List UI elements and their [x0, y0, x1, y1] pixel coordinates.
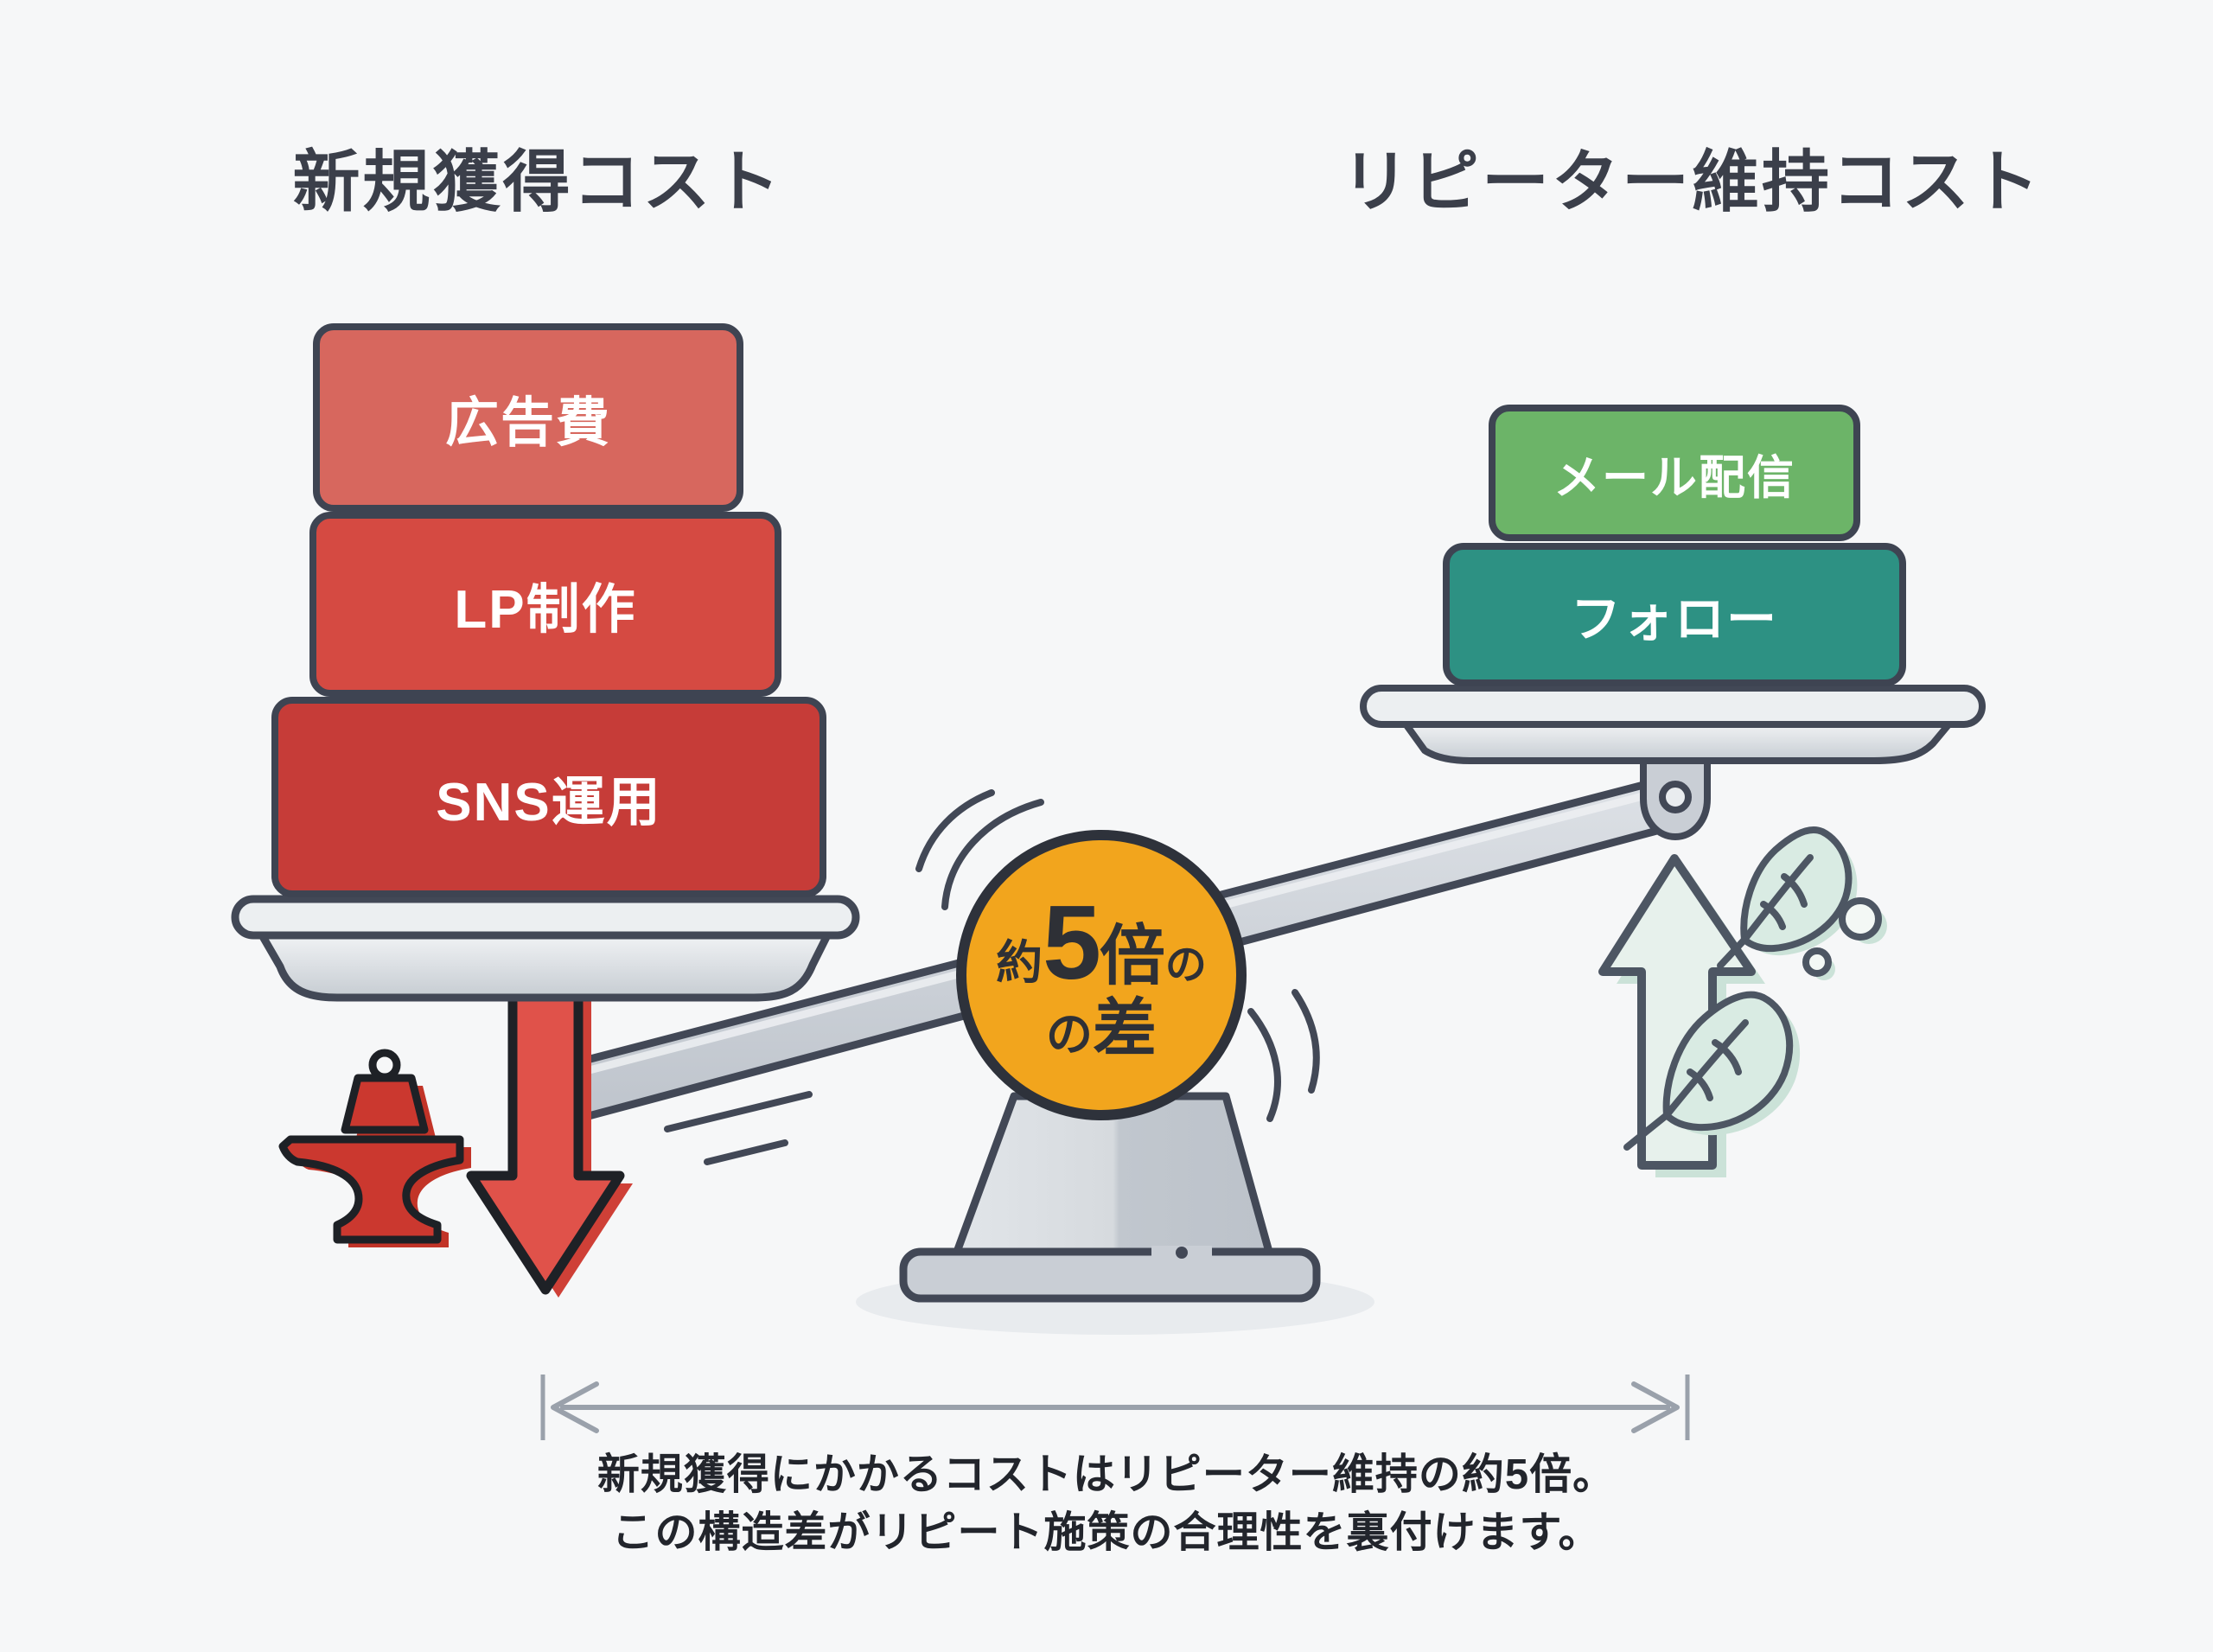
up-arrow-icon [1598, 854, 1765, 1177]
span-dimension-arrow-icon [540, 1375, 1690, 1440]
left-pan [231, 895, 860, 1002]
anvil-weight-icon [278, 1049, 471, 1247]
motion-lines [664, 789, 1320, 1165]
down-arrow-icon [466, 973, 633, 1298]
pedestal-base-dot [1176, 1247, 1188, 1259]
pedestal-base [899, 1247, 1321, 1303]
feather-icon [1623, 991, 1801, 1151]
pedestal [899, 1092, 1321, 1303]
feather-icon [1717, 826, 1858, 969]
pivot-hole [1659, 781, 1692, 813]
pedestal-column [953, 1092, 1273, 1256]
bubbles-icon [1802, 897, 1887, 980]
right-pan [1360, 685, 1986, 764]
